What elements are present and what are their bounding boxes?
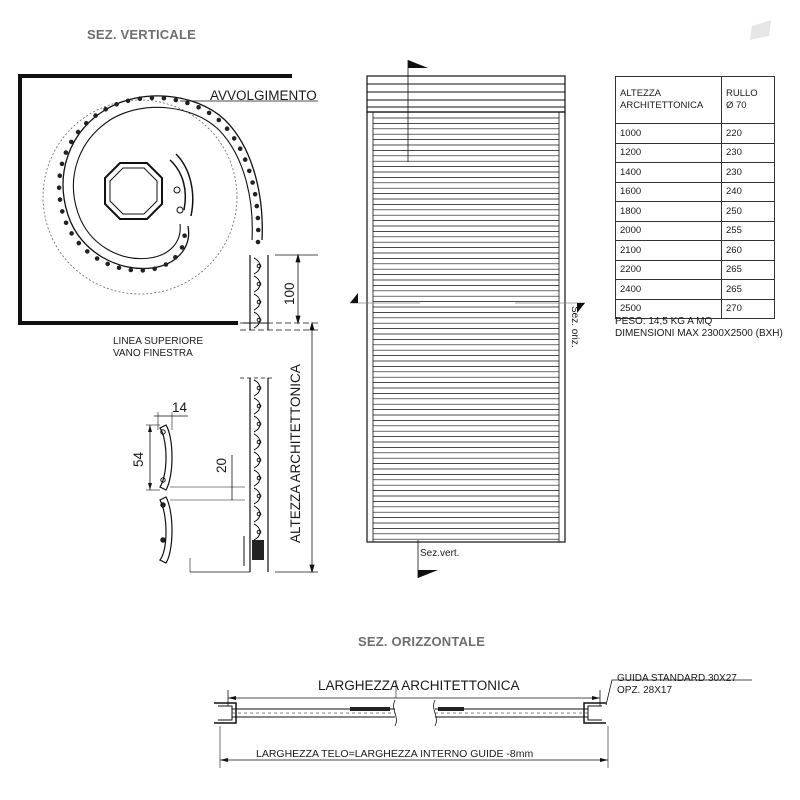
dimension-100 [275, 253, 318, 325]
horizontal-section-title: SEZ. ORIZZONTALE [358, 634, 486, 649]
table-cell-altezza: 2200 [615, 259, 722, 280]
shutter-front-view [366, 75, 566, 543]
table-cell-altezza: 1600 [615, 181, 722, 202]
table-cell-rullo: 220 [721, 123, 775, 144]
dimension-altezza [190, 321, 318, 574]
avvolgimento-label: AVVOLGIMENTO [210, 88, 317, 103]
vertical-section-title: SEZ. VERTICALE [87, 27, 196, 42]
vertical-slat-column [243, 255, 269, 572]
table-cell-altezza: 1400 [615, 162, 722, 183]
slat-spiral [56, 95, 263, 273]
table-cell-altezza: 1200 [615, 142, 722, 163]
table-cell-rullo: 265 [721, 279, 775, 300]
table-cell-altezza: 2000 [615, 220, 722, 241]
table-cell-altezza: 2400 [615, 279, 722, 300]
altezza-architettonica-label: ALTEZZA ARCHITETTONICA [288, 364, 303, 543]
table-cell-rullo: 250 [721, 201, 775, 222]
table-cell-rullo: 260 [721, 240, 775, 261]
table-cell-rullo: 270 [721, 298, 775, 319]
table-cell-rullo: 240 [721, 181, 775, 202]
sez-oriz-label: Sez. oriz. [569, 306, 580, 348]
dimension-20-label: 20 [214, 457, 229, 473]
dimensioni-note: DIMENSIONI MAX 2300X2500 (BXH) [615, 328, 783, 339]
dimension-14-label: 14 [172, 400, 188, 415]
larghezza-telo-label: LARGHEZZA TELO=LARGHEZZA INTERNO GUIDE -… [256, 748, 534, 760]
vano-finestra-label: VANO FINESTRA [113, 348, 193, 359]
peso-note: PESO: 14,5 KG A MQ [615, 316, 713, 327]
table-cell-rullo: 255 [721, 220, 775, 241]
dimension-54-label: 54 [131, 451, 146, 467]
break-lines [240, 322, 320, 379]
table-cell-altezza: 1800 [615, 201, 722, 222]
slat-profile-detail [146, 412, 245, 572]
section-markers [350, 60, 585, 578]
table-cell-altezza: 2100 [615, 240, 722, 261]
corner-mark-icon [750, 20, 771, 40]
linea-superiore-label: LINEA SUPERIORE [113, 336, 204, 347]
dimension-100-label: 100 [282, 282, 297, 305]
horizontal-section [214, 679, 752, 768]
table-cell-rullo: 265 [721, 259, 775, 280]
roll-envelope-circle [42, 99, 238, 295]
table-cell-altezza: 1000 [615, 123, 722, 144]
sez-vert-label: Sez.vert. [420, 548, 460, 559]
larghezza-architettonica-label: LARGHEZZA ARCHITETTONICA [318, 678, 520, 693]
guida-opzione-label: OPZ. 28X17 [617, 685, 673, 696]
roller-shaft [104, 153, 194, 220]
table-cell-rullo: 230 [721, 142, 775, 163]
guida-standard-label: GUIDA STANDARD 30X27 [617, 673, 737, 684]
table-cell-rullo: 230 [721, 162, 775, 183]
